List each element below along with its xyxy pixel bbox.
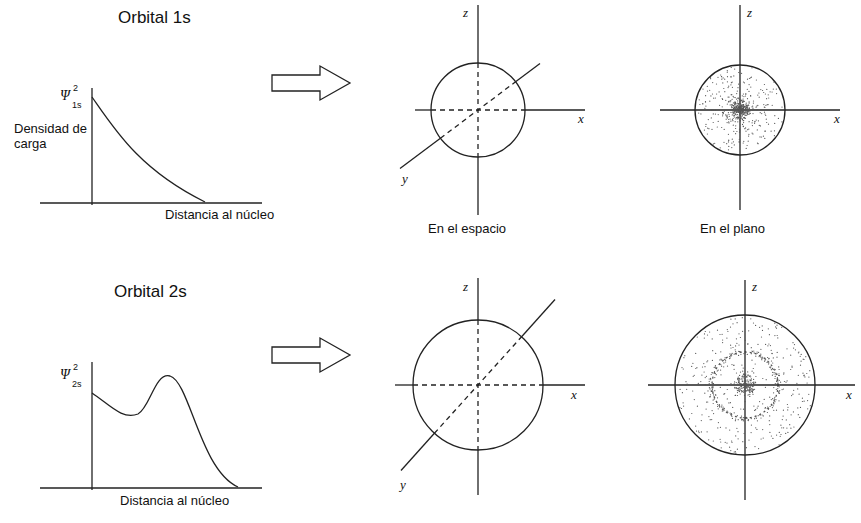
hollow-arrow	[272, 66, 350, 100]
view-caption: En el plano	[700, 222, 765, 237]
orbital-sphere	[413, 320, 543, 450]
superscript: 2	[73, 362, 78, 372]
orbital-title: Orbital 2s	[114, 282, 187, 302]
axis-letter: x	[846, 388, 852, 403]
axis-letter: x	[834, 112, 840, 127]
axis-letter: z	[463, 6, 468, 21]
subscript: 1s	[72, 100, 82, 110]
hollow-arrow	[272, 338, 350, 372]
axis-label: Distancia al núcleo	[165, 208, 274, 223]
graph-axis	[40, 202, 262, 203]
orbital-sphere	[431, 63, 525, 157]
axis-label: Distancia al núcleo	[120, 494, 229, 509]
graph-axis	[91, 362, 92, 490]
axis-letter: z	[747, 6, 752, 21]
axis-letter: z	[463, 280, 468, 295]
superscript: 2	[73, 83, 78, 93]
axis-symbol: Ψ	[60, 88, 70, 104]
axis-letter: y	[400, 478, 406, 493]
axis-letter: z	[752, 280, 757, 295]
density-curve	[92, 376, 238, 487]
graph-axis	[91, 88, 92, 205]
orbital-title: Orbital 1s	[118, 8, 191, 28]
stipple	[679, 67, 811, 454]
subscript: 2s	[72, 379, 82, 389]
density-curve	[92, 97, 205, 202]
axis-letter: x	[571, 388, 577, 403]
view-caption: En el espacio	[428, 222, 506, 237]
axis-symbol: Ψ	[60, 367, 70, 383]
axis-letter: y	[402, 172, 408, 187]
axis-label: Densidad de carga	[14, 122, 90, 152]
graph-axis	[40, 487, 262, 488]
axis-letter: x	[578, 112, 584, 127]
